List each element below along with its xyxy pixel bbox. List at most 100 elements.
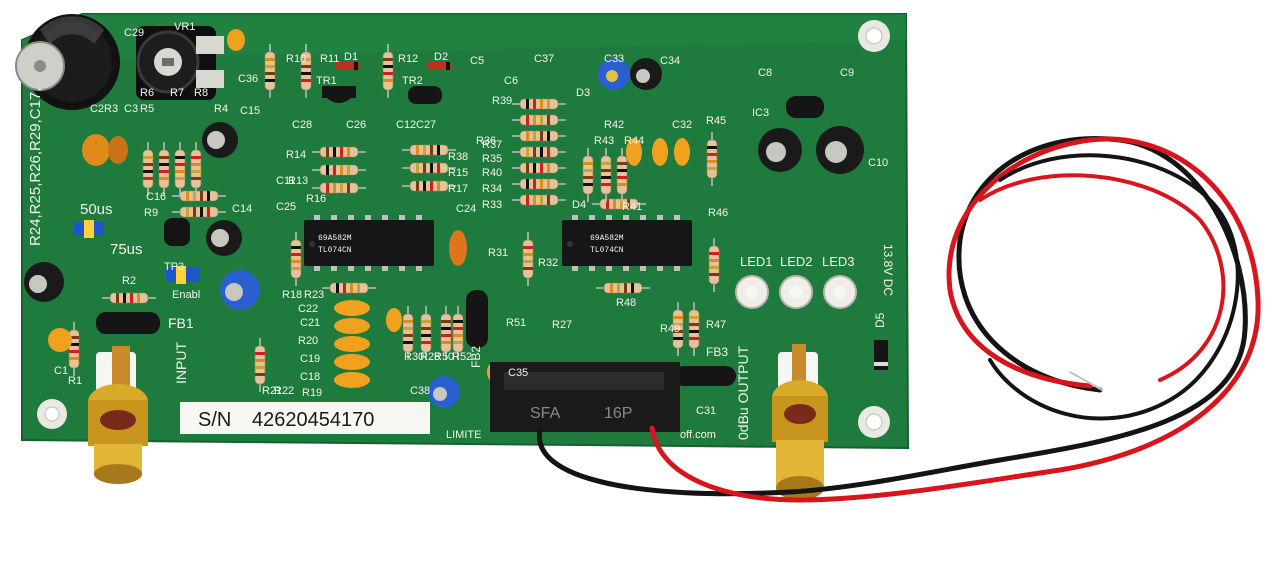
serial-label: S/N 42620454170	[180, 402, 430, 434]
resistor-icon	[452, 306, 464, 360]
electrolytic-capacitor-icon	[24, 58, 864, 408]
refdes-r39: R39	[492, 95, 512, 107]
resistor-icon	[402, 306, 414, 360]
refdes-r33: R33	[482, 199, 502, 211]
resistor-icon	[264, 44, 276, 98]
ic-pin	[348, 266, 354, 271]
silkscreen-labels: R24,R25,R26,R29,C17, 50us 75us Enabl FB1…	[27, 88, 895, 441]
refdes-r36: R36	[476, 135, 496, 147]
pre-emphasis-50: 50us	[80, 201, 113, 218]
ferrite-bead-group	[96, 290, 736, 386]
refdes-c34: C34	[660, 55, 680, 67]
refdes-r12: R12	[398, 53, 418, 65]
refdes-c8: C8	[758, 67, 772, 79]
refdes-c3: C3	[124, 103, 138, 115]
refdes-r18: R18	[282, 289, 302, 301]
refdes-r2: R2	[122, 275, 136, 287]
refdes-c26: C26	[346, 119, 366, 131]
resistor-icon	[512, 194, 566, 206]
refdes-r1: R1	[68, 375, 82, 387]
refdes-c9: C9	[840, 67, 854, 79]
refdes-c11: C11	[276, 175, 295, 187]
ribbon-connector-icon: SFA 16P	[490, 362, 680, 432]
refdes-c27: C27	[416, 119, 436, 131]
side-label: R24,R25,R26,R29,C17,	[27, 88, 44, 246]
refdes-r13: R13	[288, 175, 308, 187]
resistor-icon	[512, 178, 566, 190]
refdes-c21: C21	[300, 317, 320, 329]
resistor-icon	[600, 148, 612, 202]
serial-prefix: S/N	[198, 409, 231, 431]
ic-pin	[572, 266, 578, 271]
refdes-r4: R4	[214, 103, 228, 115]
refdes-c19: C19	[300, 353, 320, 365]
input-label: INPUT	[173, 342, 189, 384]
ic-pin	[399, 215, 405, 220]
refdes-r42: R42	[604, 119, 624, 131]
refdes-c16: C16	[146, 191, 166, 203]
refdes-r11: R11	[320, 53, 339, 65]
led-label-3: LED3	[822, 254, 855, 269]
refdes-d1: D1	[344, 51, 358, 63]
resistor-icon	[190, 142, 202, 196]
ic-pin	[365, 266, 371, 271]
led-label-2: LED2	[780, 254, 813, 269]
refdes-c14: C14	[232, 203, 252, 215]
refdes-r19: R19	[302, 387, 322, 399]
refdes-r23: R23	[304, 289, 324, 301]
refdes-r34: R34	[482, 183, 502, 195]
refdes-r50: R50	[434, 351, 454, 363]
refdes-c38: C38	[410, 385, 430, 397]
refdes-r3: R3	[104, 103, 118, 115]
refdes-c32: C32	[672, 119, 692, 131]
connector-label-16p: 16P	[604, 405, 632, 422]
diode-group	[336, 62, 888, 370]
resistor-icon	[512, 98, 566, 110]
ic-pin	[572, 215, 578, 220]
ic-pin	[640, 215, 646, 220]
refdes-r49: R49	[660, 323, 680, 335]
connector-label-sfa: SFA	[530, 405, 561, 422]
refdes-c2: C2	[90, 103, 104, 115]
refdes-r40: R40	[482, 167, 502, 179]
refdes-r20: R20	[298, 335, 318, 347]
refdes-r14: R14	[286, 149, 306, 161]
refdes-r48: R48	[616, 297, 636, 309]
transistor-group	[164, 86, 824, 246]
refdes-c5: C5	[470, 55, 484, 67]
resistor-icon	[382, 44, 394, 98]
resistor-icon	[172, 190, 226, 202]
resistor-icon	[706, 132, 718, 186]
ic1-label: TL074CN	[318, 246, 352, 255]
refdes-d4: D4	[572, 199, 586, 211]
ic-pin	[606, 215, 612, 220]
ic1-code: 69A582M	[318, 234, 352, 243]
resistor-icon	[402, 144, 456, 156]
refdes-c29: C29	[124, 27, 144, 39]
ic2-code: 69A582M	[590, 234, 624, 243]
rca-jack-icon	[772, 344, 828, 500]
ic2-label: TL074CN	[590, 246, 624, 255]
resistor-icon	[440, 306, 452, 360]
resistor-icon	[596, 282, 650, 294]
refdes-r51: R51	[506, 317, 526, 329]
ic-pin	[623, 215, 629, 220]
refdes-c18: C18	[300, 371, 320, 383]
ic-pin	[674, 215, 680, 220]
refdes-c6: C6	[504, 75, 518, 87]
ic-pin	[657, 215, 663, 220]
resistor-icon	[312, 182, 366, 194]
refdes-r41: R41	[622, 201, 642, 213]
refdes-tp3: TP3	[164, 261, 184, 273]
led-icon	[735, 275, 857, 309]
refdes-c25: C25	[276, 201, 296, 213]
ic-pin	[589, 266, 595, 271]
refdes-c36: C36	[238, 73, 258, 85]
refdes-r22: R22	[274, 385, 294, 397]
refdes-c12: C12	[396, 119, 416, 131]
ic-chip-icon	[304, 220, 692, 266]
ic-pin	[382, 266, 388, 271]
ic-pin	[331, 266, 337, 271]
resistor-icon	[312, 146, 366, 158]
ic-pin	[674, 266, 680, 271]
